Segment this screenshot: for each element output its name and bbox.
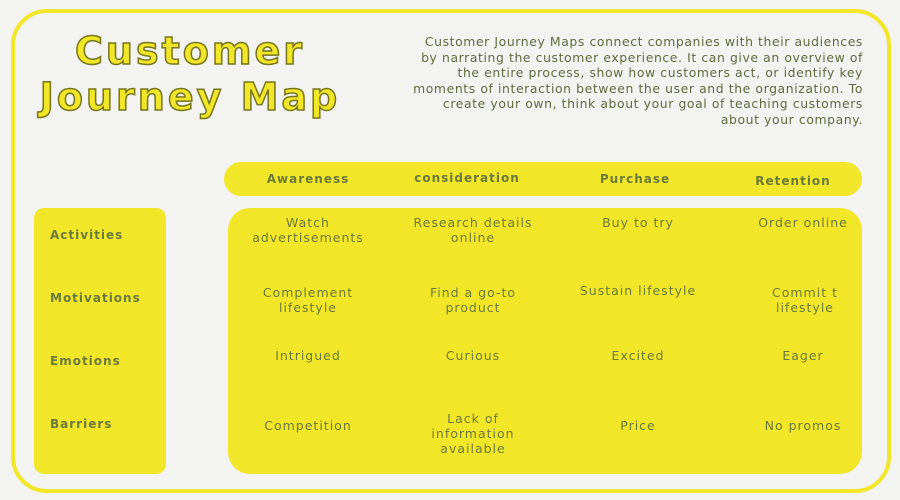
cell: Watch advertisements	[252, 215, 364, 245]
cell: Find a go-to product	[429, 285, 517, 315]
cell: Competition	[264, 418, 352, 433]
row-labels: Activities Motivations Emotions Barriers	[34, 208, 166, 474]
cell: Excited	[611, 348, 665, 363]
row-label-barriers: Barriers	[50, 417, 113, 431]
cell: Lack of information available	[431, 411, 515, 456]
frame-border	[11, 9, 891, 493]
stage-purchase: Purchase	[599, 172, 671, 186]
description: Customer Journey Maps connect companies …	[413, 34, 863, 127]
title-line-1: Customer	[74, 28, 305, 74]
stage-header-bar: Awareness consideration Purchase Retenti…	[224, 162, 862, 196]
page-title: Customer Journey Map	[20, 28, 360, 120]
stage-retention: Retention	[755, 174, 831, 188]
cell: Buy to try	[602, 215, 674, 230]
cell: Commit t lifestyle	[772, 285, 838, 315]
row-label-motivations: Motivations	[50, 291, 141, 305]
cell: Research details online	[413, 215, 533, 245]
cell: No promos	[764, 418, 842, 433]
row-label-emotions: Emotions	[50, 354, 121, 368]
stage-consideration: consideration	[414, 171, 520, 185]
cell: Intrigued	[275, 348, 341, 363]
cell: Eager	[782, 348, 824, 363]
stage-awareness: Awareness	[266, 172, 350, 186]
cell: Price	[620, 418, 656, 433]
cell: Sustain lifestyle	[579, 283, 697, 298]
cell: Curious	[445, 348, 501, 363]
journey-grid: Watch advertisements Research details on…	[228, 208, 862, 474]
cell: Complement lifestyle	[262, 285, 354, 315]
cell: Order online	[758, 215, 848, 230]
row-label-activities: Activities	[50, 228, 124, 242]
title-line-2: Journey Map	[39, 74, 341, 120]
